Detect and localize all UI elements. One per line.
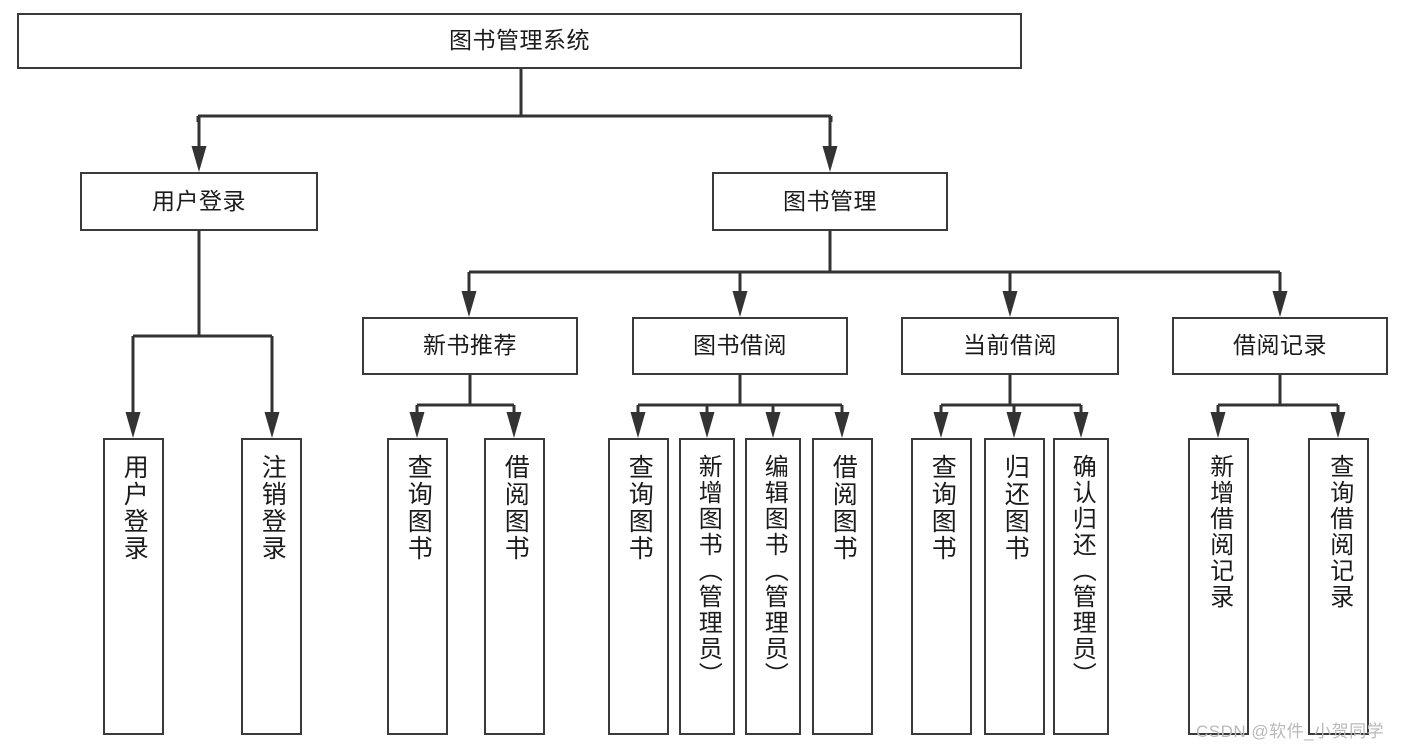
- node-label: 新书推荐: [423, 332, 517, 359]
- node-borrow-record: 借阅记录: [1172, 317, 1388, 375]
- arrowhead-arrow-to-leaf-user-login: [125, 412, 141, 438]
- node-leaf-query-borrow-record: 查询借阅记录: [1308, 438, 1369, 735]
- arrowhead-arrow-to-leaf-confirm-return-admin: [1073, 412, 1089, 438]
- arrowhead-arrow-to-new-book-recommend: [461, 291, 477, 317]
- node-leaf-query-book-3: 查询图书: [911, 438, 972, 735]
- node-leaf-user-login: 用户登录: [103, 438, 164, 735]
- arrowhead-arrow-to-leaf-query-book-1: [409, 412, 425, 438]
- node-user-login: 用户登录: [80, 172, 318, 231]
- node-label: 图书管理: [783, 187, 877, 214]
- arrowhead-arrow-to-leaf-query-book-3: [933, 412, 949, 438]
- node-new-book-recommend: 新书推荐: [362, 317, 578, 375]
- arrowhead-arrow-to-user-login: [191, 146, 207, 172]
- node-leaf-confirm-return-admin: 确认归还（管理员）: [1053, 438, 1109, 735]
- node-label: 用户登录: [120, 454, 149, 562]
- node-label: 确认归还（管理员）: [1068, 454, 1096, 688]
- node-label: 新增借阅记录: [1205, 454, 1233, 610]
- arrowhead-arrow-to-leaf-borrow-book-2: [834, 412, 850, 438]
- node-label: 图书管理系统: [449, 27, 590, 54]
- arrowhead-arrow-to-leaf-query-book-2: [630, 412, 646, 438]
- node-book-manage: 图书管理: [712, 172, 948, 231]
- node-label: 图书借阅: [693, 332, 787, 359]
- node-current-borrow: 当前借阅: [901, 317, 1119, 375]
- node-label: 当前借阅: [963, 332, 1057, 359]
- node-label: 新增图书（管理员）: [694, 454, 722, 688]
- node-leaf-add-borrow-record: 新增借阅记录: [1188, 438, 1249, 735]
- node-label: 借阅图书: [501, 454, 530, 562]
- arrowhead-arrow-to-book-manage: [822, 146, 838, 172]
- node-label: 借阅图书: [829, 454, 858, 562]
- node-leaf-edit-book-admin: 编辑图书（管理员）: [745, 438, 801, 735]
- node-label: 查询图书: [625, 454, 654, 562]
- node-leaf-query-book-1: 查询图书: [387, 438, 448, 735]
- node-leaf-return-book: 归还图书: [984, 438, 1045, 735]
- node-leaf-borrow-book-1: 借阅图书: [484, 438, 545, 735]
- node-label: 归还图书: [1001, 454, 1030, 562]
- arrowhead-arrow-to-book-borrow: [732, 291, 748, 317]
- arrowhead-arrow-to-leaf-borrow-book-1: [506, 412, 522, 438]
- arrowhead-arrow-to-leaf-edit-book-admin: [765, 412, 781, 438]
- arrowhead-arrow-to-leaf-query-borrow-record: [1330, 412, 1346, 438]
- node-leaf-borrow-book-2: 借阅图书: [812, 438, 873, 735]
- arrowhead-arrow-to-current-borrow: [1002, 291, 1018, 317]
- node-label: 编辑图书（管理员）: [760, 454, 788, 688]
- node-label: 查询图书: [928, 454, 957, 562]
- arrowhead-arrow-to-leaf-return-book: [1006, 412, 1022, 438]
- node-root: 图书管理系统: [17, 13, 1022, 69]
- node-label: 查询图书: [404, 454, 433, 562]
- arrowhead-arrow-to-leaf-add-book-admin: [699, 412, 715, 438]
- node-leaf-add-book-admin: 新增图书（管理员）: [679, 438, 735, 735]
- node-label: 查询借阅记录: [1325, 454, 1353, 610]
- node-book-borrow: 图书借阅: [632, 317, 848, 375]
- watermark-label: CSDN @软件_小贺同学: [1196, 722, 1385, 741]
- arrowhead-arrow-to-leaf-add-borrow-record: [1210, 412, 1226, 438]
- node-leaf-user-logout: 注销登录: [241, 438, 302, 735]
- arrowhead-arrow-to-borrow-record: [1272, 291, 1288, 317]
- node-label: 用户登录: [152, 187, 246, 214]
- node-leaf-query-book-2: 查询图书: [608, 438, 669, 735]
- node-label: 注销登录: [258, 454, 287, 562]
- arrowhead-arrow-to-leaf-user-logout: [264, 412, 280, 438]
- node-label: 借阅记录: [1233, 332, 1327, 359]
